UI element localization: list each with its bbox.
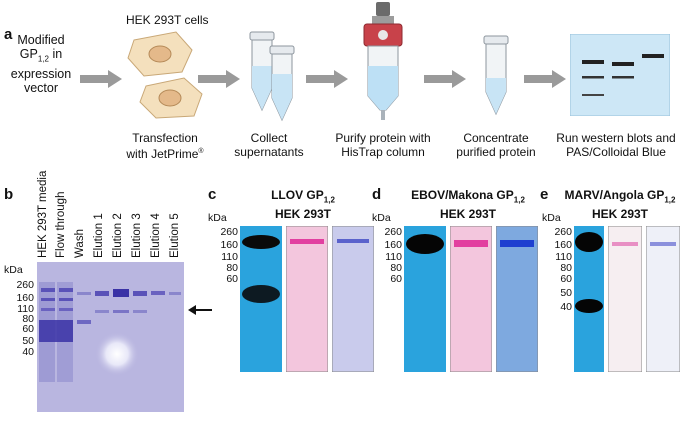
flow-arrow-1 xyxy=(80,70,122,88)
sds-page-gel xyxy=(37,262,184,412)
panel-e-kda-title: kDa xyxy=(542,212,561,224)
panel-c-title: LLOV GP1,2 HEK 293T xyxy=(271,188,335,222)
panel-e-marker-40: 40 xyxy=(560,301,572,313)
panel-e-marker-80: 80 xyxy=(560,262,572,274)
gel-marker-110: 110 xyxy=(17,303,34,315)
panel-d-colloidal-blue-lane xyxy=(496,226,538,372)
panel-e-pas-stain xyxy=(608,226,642,372)
band-indicator-arrow xyxy=(188,305,212,315)
gp-subscript: 1,2 xyxy=(37,54,49,64)
gel-marker-40: 40 xyxy=(22,346,34,358)
hek-cells-illustration xyxy=(127,31,203,119)
panel-c-marker-160: 160 xyxy=(220,239,238,251)
panel-d-pas-stain xyxy=(450,226,492,372)
western-blot-illustration xyxy=(570,34,670,116)
step-label-purify: Purify protein with HisTrap column xyxy=(335,131,431,159)
panel-e-marker-60: 60 xyxy=(560,273,572,285)
panel-c-pas-stain xyxy=(286,226,328,372)
panel-d-marker-160: 160 xyxy=(384,239,402,251)
step-label-transfection: Transfection with JetPrime® xyxy=(126,131,204,161)
panel-c-letter: c xyxy=(208,186,217,203)
lane-label-elution-1: Elution 1 xyxy=(93,213,105,258)
start-label-line3: expression xyxy=(10,66,72,81)
panel-c-kda-title: kDa xyxy=(208,212,227,224)
panel-e-marker-260: 260 xyxy=(554,226,572,238)
panel-d-marker-260: 260 xyxy=(384,226,402,238)
flow-arrow-3 xyxy=(306,70,348,88)
panel-e-western-blot xyxy=(574,226,604,372)
panel-e-marker-110: 110 xyxy=(555,251,572,263)
gel-marker-80: 80 xyxy=(22,313,34,325)
gel-marker-50: 50 xyxy=(22,335,34,347)
start-label-line2: GP1,2 in xyxy=(19,47,63,64)
cells-label: HEK 293T cells xyxy=(126,13,209,27)
histrap-column-illustration xyxy=(363,2,403,120)
panel-c-marker-260: 260 xyxy=(220,226,238,238)
collection-tubes-illustration xyxy=(249,31,295,122)
panel-d-marker-60: 60 xyxy=(390,273,402,285)
concentrated-tube-illustration xyxy=(483,35,509,116)
flow-arrow-4 xyxy=(424,70,466,88)
panel-d-letter: d xyxy=(372,186,382,203)
lane-label-elution-4: Elution 4 xyxy=(150,213,162,258)
panel-c-colloidal-blue xyxy=(332,226,374,372)
gel-kda-title: kDa xyxy=(4,264,23,276)
start-label-line4: vector xyxy=(23,80,59,95)
panel-c-marker-80: 80 xyxy=(226,262,238,274)
panel-d-marker-110: 110 xyxy=(385,251,402,263)
step-label-concentrate: Concentrate purified protein xyxy=(456,131,536,159)
start-label: Modified GP1,2 in expression vector xyxy=(6,33,76,95)
lane-label-wash: Wash xyxy=(74,229,86,258)
panel-d-kda-title: kDa xyxy=(372,212,391,224)
lane-label-elution-3: Elution 3 xyxy=(131,213,143,258)
lane-label-hek-media: HEK 293T media xyxy=(37,170,49,258)
panel-a-letter: a xyxy=(4,26,13,43)
panel-e-colloidal-blue xyxy=(646,226,680,372)
panel-e-letter: e xyxy=(540,186,549,203)
lane-label-flow-through: Flow through xyxy=(55,191,67,258)
flow-arrow-2 xyxy=(198,70,240,88)
panel-e-title: MARV/Angola GP1,2 HEK 293T xyxy=(564,188,676,222)
gel-marker-260: 260 xyxy=(16,279,34,291)
lane-label-elution-5: Elution 5 xyxy=(169,213,181,258)
panel-d-western-blot xyxy=(404,226,446,372)
start-label-line1: Modified xyxy=(17,33,65,47)
panel-b-letter: b xyxy=(4,186,14,203)
panel-e-marker-160: 160 xyxy=(554,239,572,251)
panel-c-western-blot xyxy=(240,226,282,372)
panel-d-title: EBOV/Makona GP1,2 HEK 293T xyxy=(411,188,525,222)
gel-marker-160: 160 xyxy=(16,292,34,304)
flow-arrow-5 xyxy=(524,70,566,88)
step-label-run-blots: Run western blots and PAS/Colloidal Blue xyxy=(556,131,676,159)
panel-d-marker-80: 80 xyxy=(390,262,402,274)
step-label-collect: Collect supernatants xyxy=(234,131,304,159)
lane-label-elution-2: Elution 2 xyxy=(112,213,124,258)
panel-e-marker-50: 50 xyxy=(560,287,572,299)
gel-marker-60: 60 xyxy=(22,323,34,335)
panel-c-marker-110: 110 xyxy=(221,251,238,263)
panel-c-marker-60: 60 xyxy=(226,273,238,285)
